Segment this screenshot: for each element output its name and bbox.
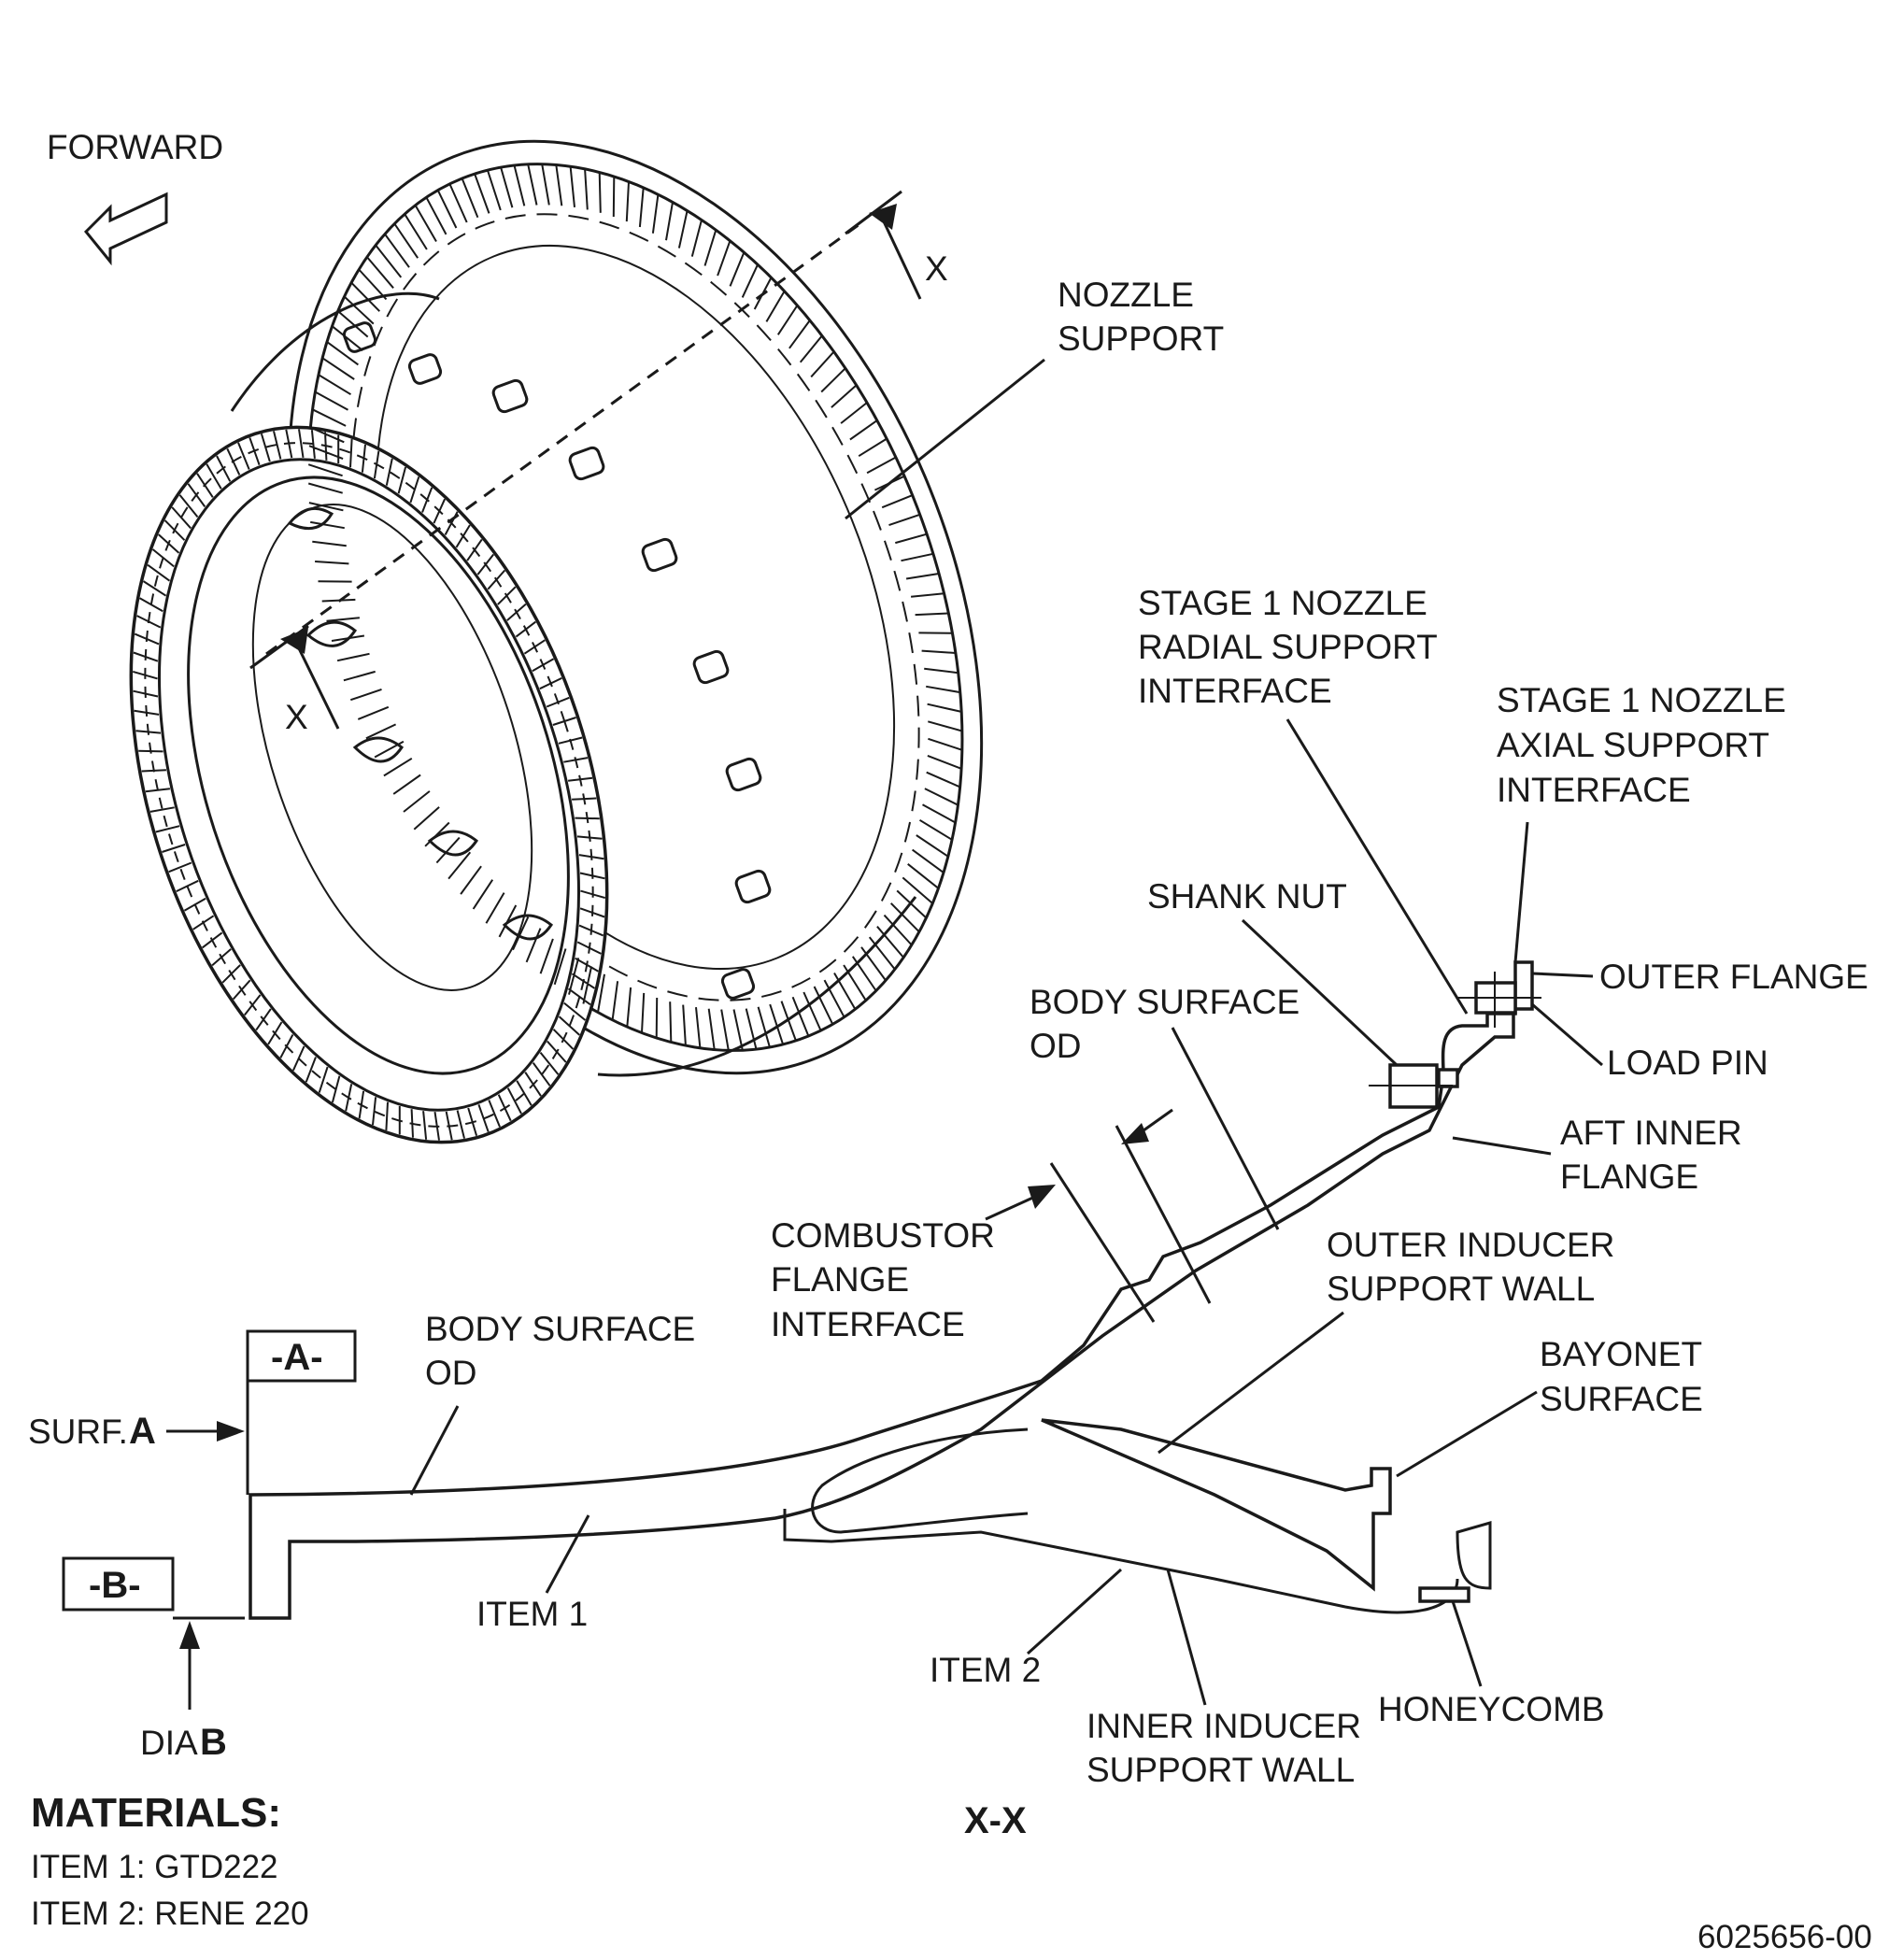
honeycomb-label: HONEYCOMB [1378,1690,1605,1728]
shank-nut-label: SHANK NUT [1147,877,1347,916]
materials-item1: ITEM 1: GTD222 [31,1849,278,1885]
body-surface-od-upper-label: BODY SURFACE OD [1030,983,1310,1065]
flange-slot-ticks [133,163,963,1141]
datum-a-box [246,1329,357,1383]
forward-arrow-icon [83,192,168,266]
section-x-x-profile [249,960,1541,1620]
bayonet-surface-label: BAYONET SURFACE [1540,1335,1711,1418]
dia-b-letter: B [200,1722,227,1763]
datum-b-label: -B- [89,1565,141,1606]
surf-a-letter: A [129,1411,156,1452]
nozzle-support-isometric [129,139,984,1144]
combustor-flange-label: COMBUSTOR FLANGE INTERFACE [771,1216,1004,1343]
item1-label: ITEM 1 [476,1595,588,1633]
load-pin-label: LOAD PIN [1607,1044,1768,1082]
nozzle-support-label: NOZZLE SUPPORT [1058,276,1224,358]
drawing-number: 6025656-00 [1697,1919,1872,1955]
body-surface-od-lower-label: BODY SURFACE OD [425,1310,705,1392]
forward-label: FORWARD [47,128,223,166]
surf-a-prefix: SURF. [28,1413,128,1451]
stage1-axial-label: STAGE 1 NOZZLE AXIAL SUPPORT INTERFACE [1497,681,1796,809]
section-view-title: X-X [964,1800,1027,1841]
outer-inducer-label: OUTER INDUCER SUPPORT WALL [1327,1226,1625,1308]
stage1-radial-label: STAGE 1 NOZZLE RADIAL SUPPORT INTERFACE [1138,584,1446,710]
section-marker-bottom: X [285,698,308,736]
materials-heading: MATERIALS: [31,1790,281,1836]
datum-b-box [62,1556,175,1612]
inner-inducer-label: INNER INDUCER SUPPORT WALL [1087,1707,1371,1789]
outer-flange-label: OUTER FLANGE [1599,958,1868,996]
item2-label: ITEM 2 [930,1651,1041,1689]
section-marker-top: X [925,249,948,288]
materials-item2: ITEM 2: RENE 220 [31,1896,309,1932]
dia-b-prefix: DIA [140,1724,198,1762]
aft-inner-flange-label: AFT INNER FLANGE [1560,1114,1752,1196]
datum-a-label: -A- [271,1337,323,1378]
